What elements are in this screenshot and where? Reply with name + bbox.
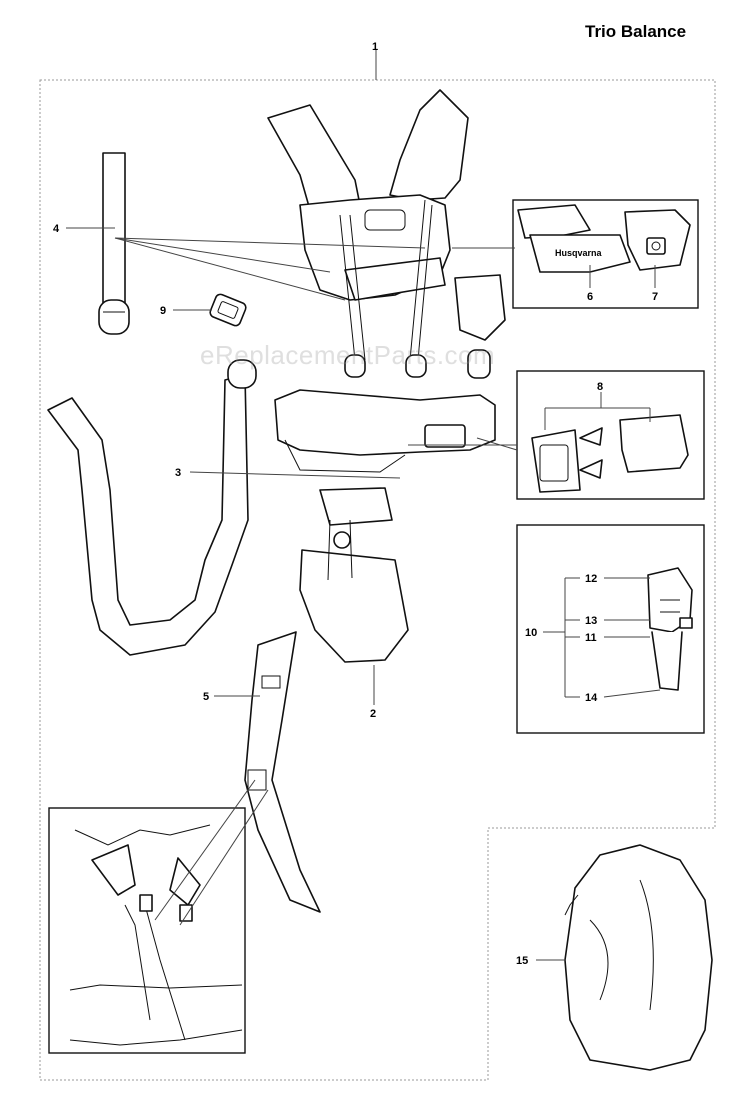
callout-6: 6 xyxy=(587,291,593,303)
callout-12: 12 xyxy=(585,573,597,585)
callout-15: 15 xyxy=(516,955,528,967)
callout-11: 11 xyxy=(585,632,597,644)
leader-lines xyxy=(66,50,661,961)
assembly-outline xyxy=(39,79,716,1081)
callout-14: 14 xyxy=(585,692,598,704)
callout-8: 8 xyxy=(597,381,603,393)
cover-bag-part-15 xyxy=(564,844,713,1071)
hook-part-10 xyxy=(647,567,693,691)
brand-logo: Husqvarna xyxy=(555,248,603,258)
pads-part-6-7: Husqvarna xyxy=(517,204,691,273)
strap-part-5 xyxy=(244,631,321,913)
strap-part-3 xyxy=(47,359,257,656)
callout-4: 4 xyxy=(53,223,60,235)
harness-part-2 xyxy=(267,89,506,663)
inset-box xyxy=(48,807,246,1054)
diagram-title: Trio Balance xyxy=(585,22,687,41)
callout-9: 9 xyxy=(160,305,166,317)
strap-part-4 xyxy=(98,152,130,335)
callout-10: 10 xyxy=(525,627,537,639)
callout-2: 2 xyxy=(370,708,376,720)
callout-3: 3 xyxy=(175,467,181,479)
callout-7: 7 xyxy=(652,291,658,303)
buckle-part-8 xyxy=(531,414,689,493)
callout-13: 13 xyxy=(585,615,597,627)
callout-1: 1 xyxy=(372,41,378,53)
callout-5: 5 xyxy=(203,691,209,703)
inset-harness xyxy=(69,824,243,1046)
watermark: eReplacementParts.com xyxy=(200,340,496,370)
buckle-part-9 xyxy=(209,293,247,327)
